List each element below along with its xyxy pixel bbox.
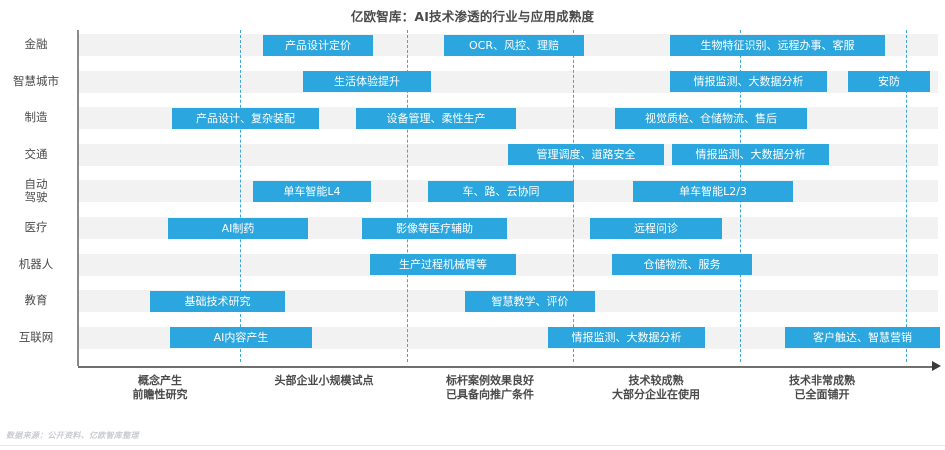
row-label-制造: 制造 xyxy=(0,111,72,124)
task-box[interactable]: 生产过程机械臂等 xyxy=(370,254,516,276)
task-box[interactable]: 安防 xyxy=(848,71,930,93)
stage-label-5: 技术非常成熟已全面铺开 xyxy=(742,374,902,402)
task-box[interactable]: 生物特征识别、远程办事、客服 xyxy=(670,34,885,56)
task-box[interactable]: 情报监测、大数据分析 xyxy=(548,327,705,349)
task-box[interactable]: AI制药 xyxy=(168,217,308,239)
stage-label-3: 标杆案例效果良好已具备向推广条件 xyxy=(410,374,570,402)
task-box[interactable]: 智慧教学、评价 xyxy=(465,290,595,312)
row-label-金融: 金融 xyxy=(0,38,72,51)
task-box[interactable]: 管理调度、道路安全 xyxy=(508,144,664,166)
row-label-交通: 交通 xyxy=(0,146,72,161)
stage-label-line: 技术非常成熟 xyxy=(789,374,855,387)
row-label-line: 医疗 xyxy=(24,220,48,234)
footer-divider xyxy=(0,445,945,446)
stage-label-line: 大部分企业在使用 xyxy=(612,388,700,401)
row-label-智慧城市: 智慧城市 xyxy=(0,73,72,88)
row-label-教育: 教育 xyxy=(0,294,72,307)
row-label-line: 自动 xyxy=(24,177,48,192)
stage-label-1: 概念产生前瞻性研究 xyxy=(80,374,240,402)
task-box[interactable]: 车、路、云协同 xyxy=(428,180,574,202)
row-label-line: 互联网 xyxy=(18,329,54,344)
row-label-line: 教育 xyxy=(24,293,48,308)
source-note: 数据来源：公开资料、亿欧智库整理 xyxy=(6,431,139,440)
row-label-line: 金融 xyxy=(24,37,48,51)
task-box[interactable]: 远程问诊 xyxy=(590,217,722,239)
stage-gridline xyxy=(240,30,241,362)
task-box[interactable]: AI内容产生 xyxy=(170,327,312,349)
row-label-line: 制造 xyxy=(24,110,48,125)
row-label-line: 机器人 xyxy=(18,256,54,271)
task-box[interactable]: 生活体验提升 xyxy=(303,71,431,93)
task-box[interactable]: OCR、风控、理赔 xyxy=(444,34,584,56)
task-box[interactable]: 产品设计、复杂装配 xyxy=(172,107,319,129)
row-label-医疗: 医疗 xyxy=(0,221,72,234)
stage-label-line: 头部企业小规模试点 xyxy=(274,374,374,387)
task-box[interactable]: 单车智能L2/3 xyxy=(633,180,793,202)
task-box[interactable]: 客户触达、智慧营销 xyxy=(785,327,940,349)
stage-label-line: 概念产生 xyxy=(138,374,182,387)
row-label-机器人: 机器人 xyxy=(0,256,72,271)
stage-label-line: 标杆案例效果良好 xyxy=(446,374,534,387)
stage-label-line: 已具备向推广条件 xyxy=(446,388,534,401)
task-box[interactable]: 单车智能L4 xyxy=(253,180,371,202)
task-box[interactable]: 影像等医疗辅助 xyxy=(362,217,507,239)
task-box[interactable]: 视觉质检、仓储物流、售后 xyxy=(615,107,807,129)
task-box[interactable]: 情报监测、大数据分析 xyxy=(670,71,827,93)
task-box[interactable]: 仓储物流、服务 xyxy=(612,254,752,276)
row-label-自动驾驶: 自动驾驶 xyxy=(0,178,72,204)
stage-label-line: 已全面铺开 xyxy=(794,388,850,401)
row-label-line: 智慧城市 xyxy=(13,73,59,88)
page-title: 亿欧智库：AI技术渗透的行业与应用成熟度 xyxy=(350,9,595,24)
stage-label-line: 前瞻性研究 xyxy=(132,388,188,401)
task-box[interactable]: 情报监测、大数据分析 xyxy=(672,144,829,166)
task-box[interactable]: 产品设计定价 xyxy=(263,34,373,56)
row-label-line: 驾驶 xyxy=(24,190,48,205)
x-axis-arrow-icon xyxy=(932,361,941,371)
stage-gridline xyxy=(407,30,408,362)
x-axis-line xyxy=(78,366,934,368)
task-box[interactable]: 基础技术研究 xyxy=(150,290,285,312)
row-label-line: 交通 xyxy=(24,146,48,161)
stage-gridline xyxy=(906,30,907,362)
stage-label-4: 技术较成熟大部分企业在使用 xyxy=(576,374,736,402)
task-box[interactable]: 设备管理、柔性生产 xyxy=(356,107,516,129)
y-axis-line xyxy=(77,30,79,366)
stage-label-2: 头部企业小规模试点 xyxy=(244,374,404,388)
row-label-互联网: 互联网 xyxy=(0,329,72,344)
stage-label-line: 技术较成熟 xyxy=(628,374,684,387)
